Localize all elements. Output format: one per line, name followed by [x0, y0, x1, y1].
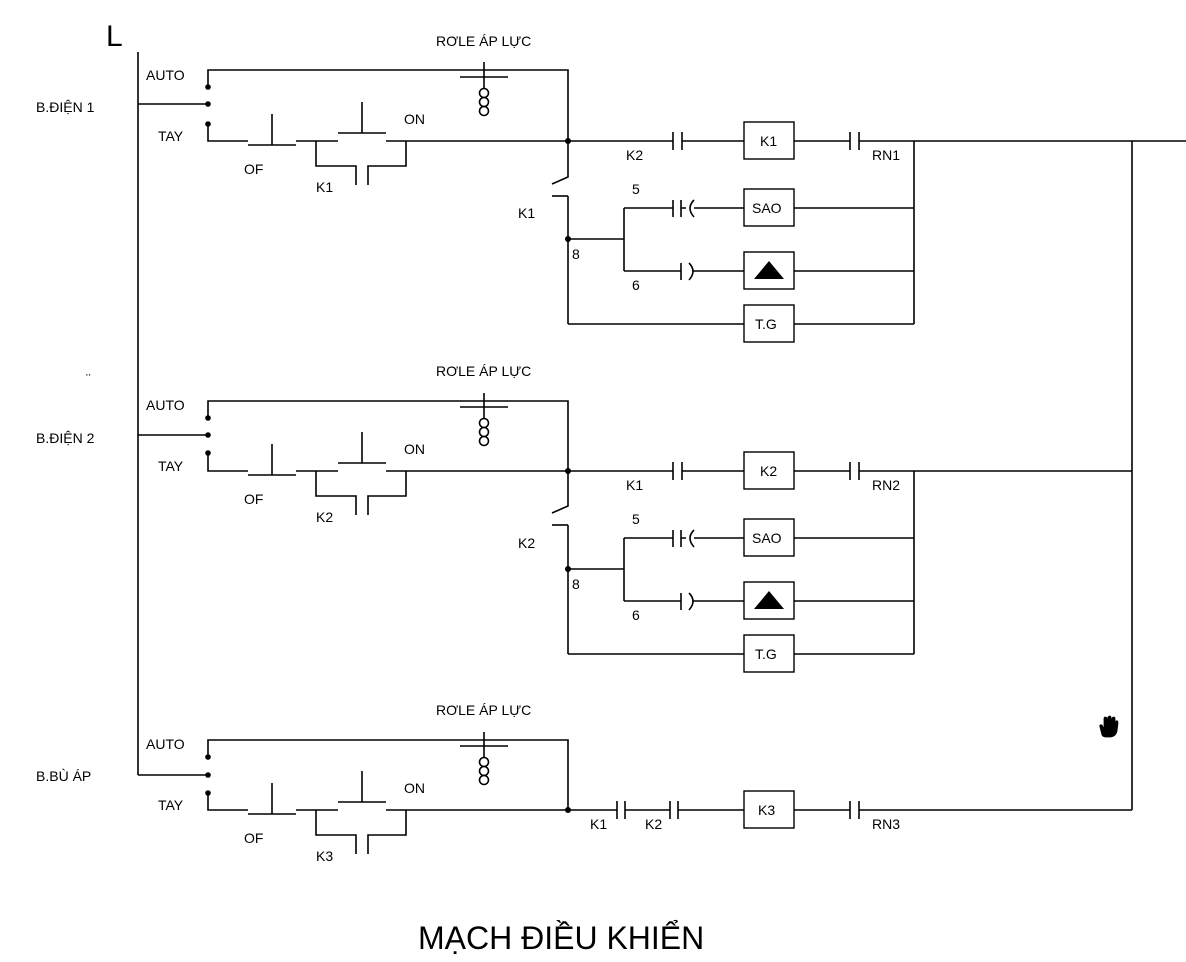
- timer-contact-label-1: K1: [518, 205, 535, 221]
- tay-label-1: TAY: [158, 128, 184, 144]
- svg-text:SAO: SAO: [752, 200, 782, 216]
- svg-text:T.G: T.G: [755, 646, 777, 662]
- interlock-label-1: K2: [626, 147, 643, 163]
- thermal-label-2: RN2: [872, 477, 900, 493]
- svg-text:¨: ¨: [86, 371, 91, 387]
- thermal-label-1: RN1: [872, 147, 900, 163]
- svg-text:SAO: SAO: [752, 530, 782, 546]
- of-label-3: OF: [244, 830, 263, 846]
- motor-label-3: B.BÙ ÁP: [36, 768, 91, 784]
- svg-text:T.G: T.G: [755, 316, 777, 332]
- motor-label-2: B.ĐIỆN 2: [36, 430, 95, 446]
- hold-label-2: K2: [316, 509, 333, 525]
- on-label-2: ON: [404, 441, 425, 457]
- delta-triangle-icon: [754, 261, 784, 279]
- relay-label-2: RƠLE ÁP LỰC: [436, 363, 531, 379]
- of-label-1: OF: [244, 161, 263, 177]
- svg-text:8: 8: [572, 576, 580, 592]
- svg-text:5: 5: [632, 181, 640, 197]
- interlock-b-label-3: K2: [645, 816, 662, 832]
- circuit-3: B.BÙ ÁP AUTO TAY RƠLE ÁP LỰC OF ON K3 K1: [36, 702, 905, 864]
- interlock-a-label-3: K1: [590, 816, 607, 832]
- auto-label-3: AUTO: [146, 736, 185, 752]
- diagram-title: MẠCH ĐIỀU KHIỂN: [418, 920, 704, 956]
- circuit-2: B.ĐIỆN 2 AUTO TAY RƠLE ÁP LỰC OF ON K2 K…: [36, 363, 915, 673]
- coil-label-1: K1: [760, 133, 777, 149]
- coil-label-3: K3: [758, 802, 775, 818]
- auto-label-2: AUTO: [146, 397, 185, 413]
- relay-label-1: RƠLE ÁP LỰC: [436, 33, 531, 49]
- line-label: L: [106, 20, 123, 53]
- svg-text:6: 6: [632, 277, 640, 293]
- svg-text:5: 5: [632, 511, 640, 527]
- svg-text:6: 6: [632, 607, 640, 623]
- coil-label-2: K2: [760, 463, 777, 479]
- hand-cursor-icon: [1099, 715, 1119, 738]
- hold-label-3: K3: [316, 848, 333, 864]
- hold-label-1: K1: [316, 179, 333, 195]
- delta-triangle-icon: [754, 591, 784, 609]
- tay-label-3: TAY: [158, 797, 184, 813]
- of-label-2: OF: [244, 491, 263, 507]
- thermal-label-3: RN3: [872, 816, 900, 832]
- motor-label-1: B.ĐIỆN 1: [36, 99, 95, 115]
- circuit-1: B.ĐIỆN 1 AUTO TAY RƠLE ÁP LỰC OF ON K1: [36, 33, 915, 343]
- on-label-1: ON: [404, 111, 425, 127]
- interlock-label-2: K1: [626, 477, 643, 493]
- timer-contact-label-2: K2: [518, 535, 535, 551]
- on-label-3: ON: [404, 780, 425, 796]
- auto-label-1: AUTO: [146, 67, 185, 83]
- svg-text:8: 8: [572, 246, 580, 262]
- tay-label-2: TAY: [158, 458, 184, 474]
- relay-label-3: RƠLE ÁP LỰC: [436, 702, 531, 718]
